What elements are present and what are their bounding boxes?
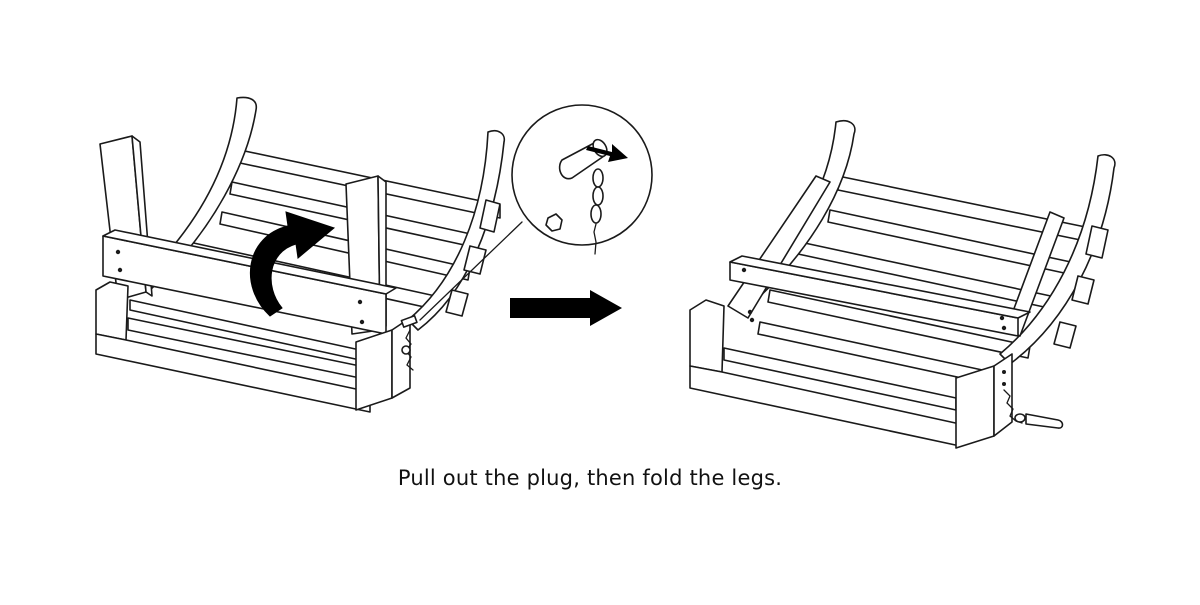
right-arrow-icon [510,290,622,326]
chair-legs-folded [689,119,1116,449]
curved-rotate-arrow-icon [249,211,336,317]
instruction-caption: Pull out the plug, then fold the legs. [397,466,783,490]
plug-zoom-callout [419,104,653,321]
